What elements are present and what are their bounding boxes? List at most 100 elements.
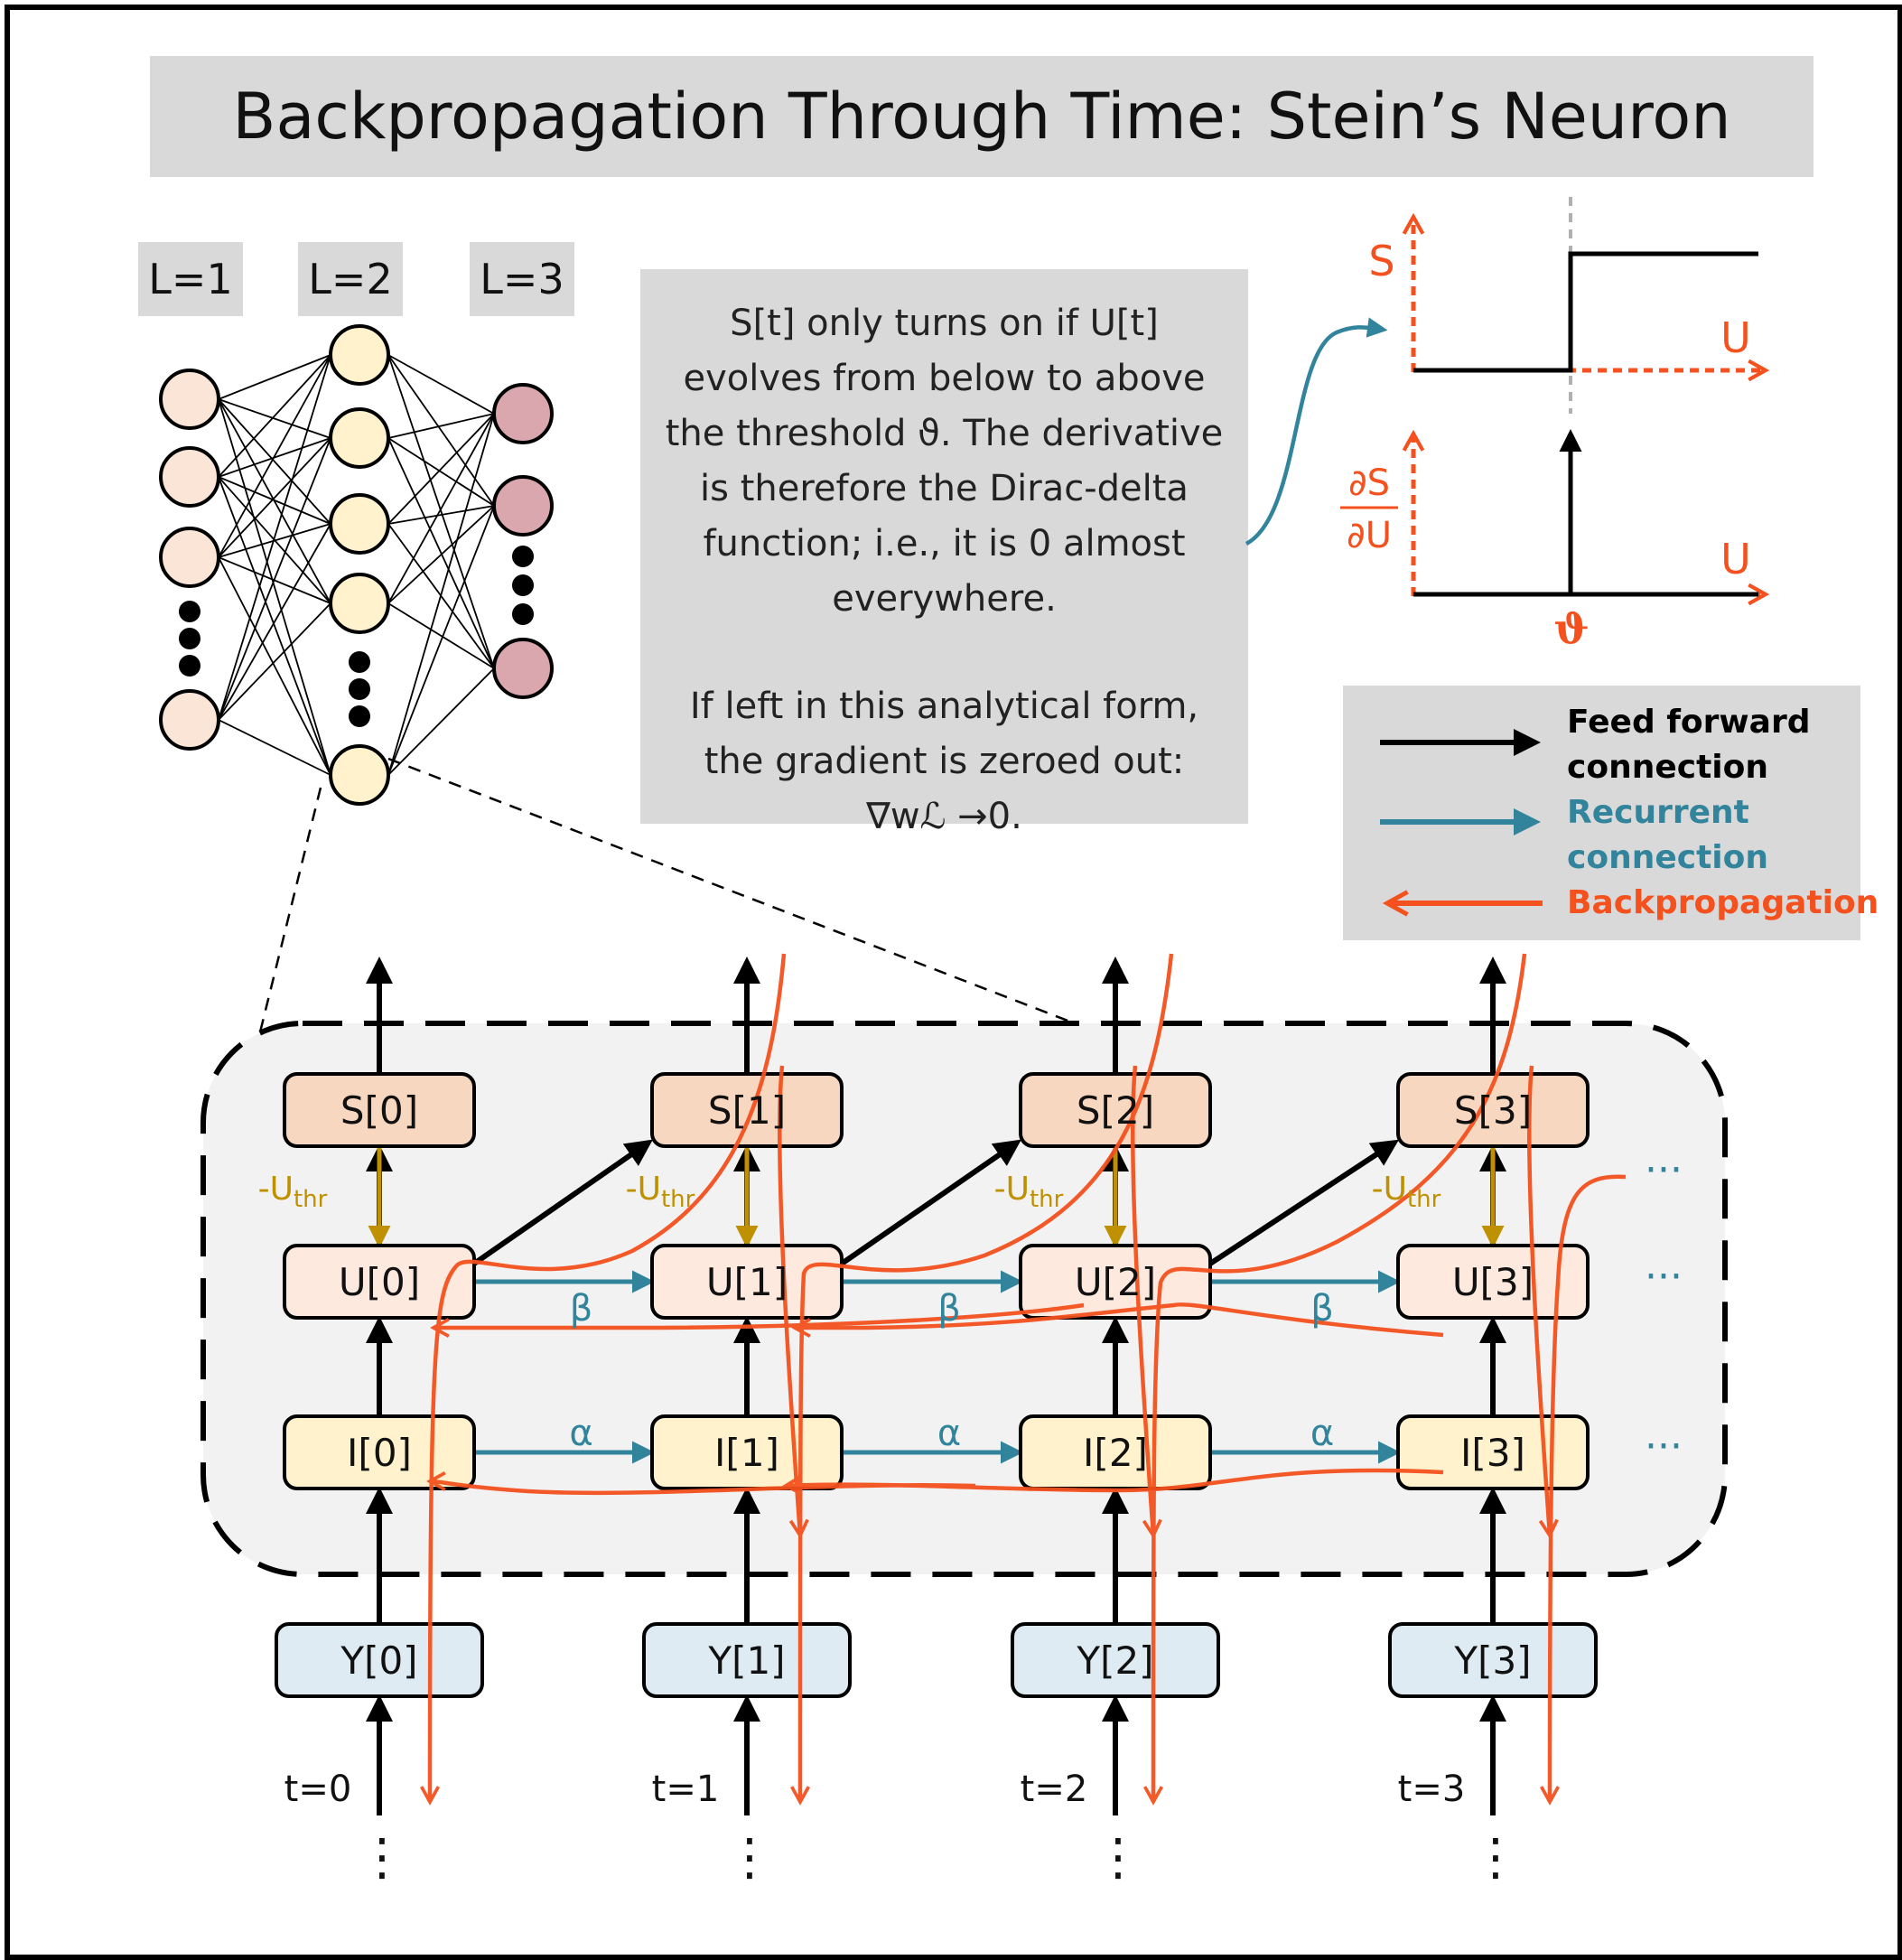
explanation-paragraph-2: If left in this analytical form, the gra… [689,686,1199,837]
input-node-label: Y[3] [1453,1638,1531,1683]
network-neurons [159,324,554,806]
network-edge [387,505,495,525]
ellipsis-dot [512,574,534,596]
spike-node-label: S[2] [1077,1088,1154,1133]
network-edge [218,398,331,604]
neuron-layer3 [492,638,554,699]
neuron-layer1 [159,689,220,751]
network-edge [387,437,495,669]
legend-backprop-label: Backpropagation [1567,884,1879,921]
beta-label: β [937,1288,961,1330]
spike-node-box [650,1072,844,1148]
backprop-inner [778,1065,800,1535]
backprop-path [800,953,1174,1802]
network-edge [387,413,495,776]
spike-node-box [283,1072,476,1148]
network-edge [387,413,495,439]
ellipsis-dot [179,655,200,677]
ellipsis-dot [349,651,370,673]
dirac-plot-xlabel: U [1720,535,1751,583]
continuation-ellipsis: ··· [1645,1147,1683,1193]
membrane-node-box [650,1244,844,1320]
network-edge [218,523,331,721]
backprop-path [430,953,787,1802]
explanation-pointer-arrow [1245,317,1388,546]
network-edge [387,505,495,604]
timestep-label: t=0 [284,1769,352,1810]
network-edge [218,398,331,439]
input-node-label: Y[2] [1076,1638,1153,1683]
unrolled-connections [366,957,1506,1815]
ellipsis-dot [349,678,370,700]
neuron-layer2 [329,407,390,469]
timestep-label: t=1 [652,1769,720,1810]
membrane-node-box [1019,1244,1212,1320]
dirac-plot-ylabel-denominator: ∂U [1347,515,1392,556]
backprop-path-i [430,1481,976,1496]
spike-node-label: S[0] [340,1088,418,1133]
input-node-label: Y[1] [707,1638,785,1683]
backprop-inner [1131,1065,1153,1535]
membrane-node-label: U[1] [706,1260,788,1304]
neuron-layer2 [329,573,390,634]
network-edge [218,354,331,478]
neuron-layer1 [159,369,220,430]
network-edge [387,413,495,604]
step-plot: S U [1368,197,1766,414]
explanation-paragraph-1: S[t] only turns on if U[t] evolves from … [665,303,1224,620]
membrane-node-label: U[2] [1075,1260,1156,1304]
network-edge [387,354,495,507]
zoom-guide-right [387,757,1076,1025]
network-edge [387,354,495,669]
network-edge [218,602,331,721]
current-node-label: I[2] [1083,1431,1148,1475]
neuron-layer3 [492,475,554,537]
spike-feedforward-arrow [472,1139,653,1266]
continuation-ellipsis: ··· [1645,1423,1683,1470]
membrane-node-box [1396,1244,1590,1320]
spike-node-label: S[1] [708,1088,786,1133]
legend-feed-forward-label: Feed forward connection [1567,704,1811,786]
membrane-node-label: U[3] [1452,1260,1534,1304]
current-node-label: I[0] [347,1431,412,1475]
step-plot-xlabel: U [1720,313,1751,362]
layer-label-2: L=2 [298,242,403,316]
reset-threshold-subscript: thr [661,1186,695,1213]
unrolled-neuron-region [200,1021,1728,1577]
backprop-path-u [434,1302,1085,1328]
dirac-plot: ∂S ∂U U ϑ [1340,429,1766,653]
alpha-label: α [937,1413,961,1454]
timestep-label: t=3 [1398,1769,1466,1810]
vertical-ellipsis: ⋮ [1470,1828,1521,1887]
network-edges [218,354,495,776]
network-edge [218,398,331,525]
current-node-label: I[1] [714,1431,779,1475]
backprop-inner [1527,1065,1550,1535]
alpha-label: α [1310,1413,1334,1454]
neuron-layer2 [329,744,390,806]
input-node-box [1011,1622,1220,1698]
ellipsis-dot [179,628,200,649]
spike-feedforward-arrow [840,1139,1021,1266]
reset-threshold-label: -Uthr [994,1171,1064,1213]
network-edge [218,437,331,721]
ellipsis-dot [349,705,370,727]
layer-label-1: L=1 [138,242,243,316]
vertical-ellipsis: ⋮ [1093,1828,1143,1887]
network-edge [387,667,495,776]
network-edge [218,476,331,776]
backprop-paths [430,953,1627,1802]
input-node-label: Y[0] [340,1638,417,1683]
network-edge [218,719,331,776]
layer-label-3: L=3 [470,242,574,316]
reset-threshold-subscript: thr [294,1186,328,1213]
threshold-label: ϑ [1553,604,1589,653]
network-edge [218,437,331,558]
network-edge [387,505,495,776]
continuation-ellipsis: ··· [1645,1254,1683,1300]
network-edge [218,476,331,525]
network-edge [218,354,331,400]
neuron-layer2 [329,324,390,386]
current-node-label: I[3] [1460,1431,1525,1475]
beta-label: β [570,1288,593,1330]
